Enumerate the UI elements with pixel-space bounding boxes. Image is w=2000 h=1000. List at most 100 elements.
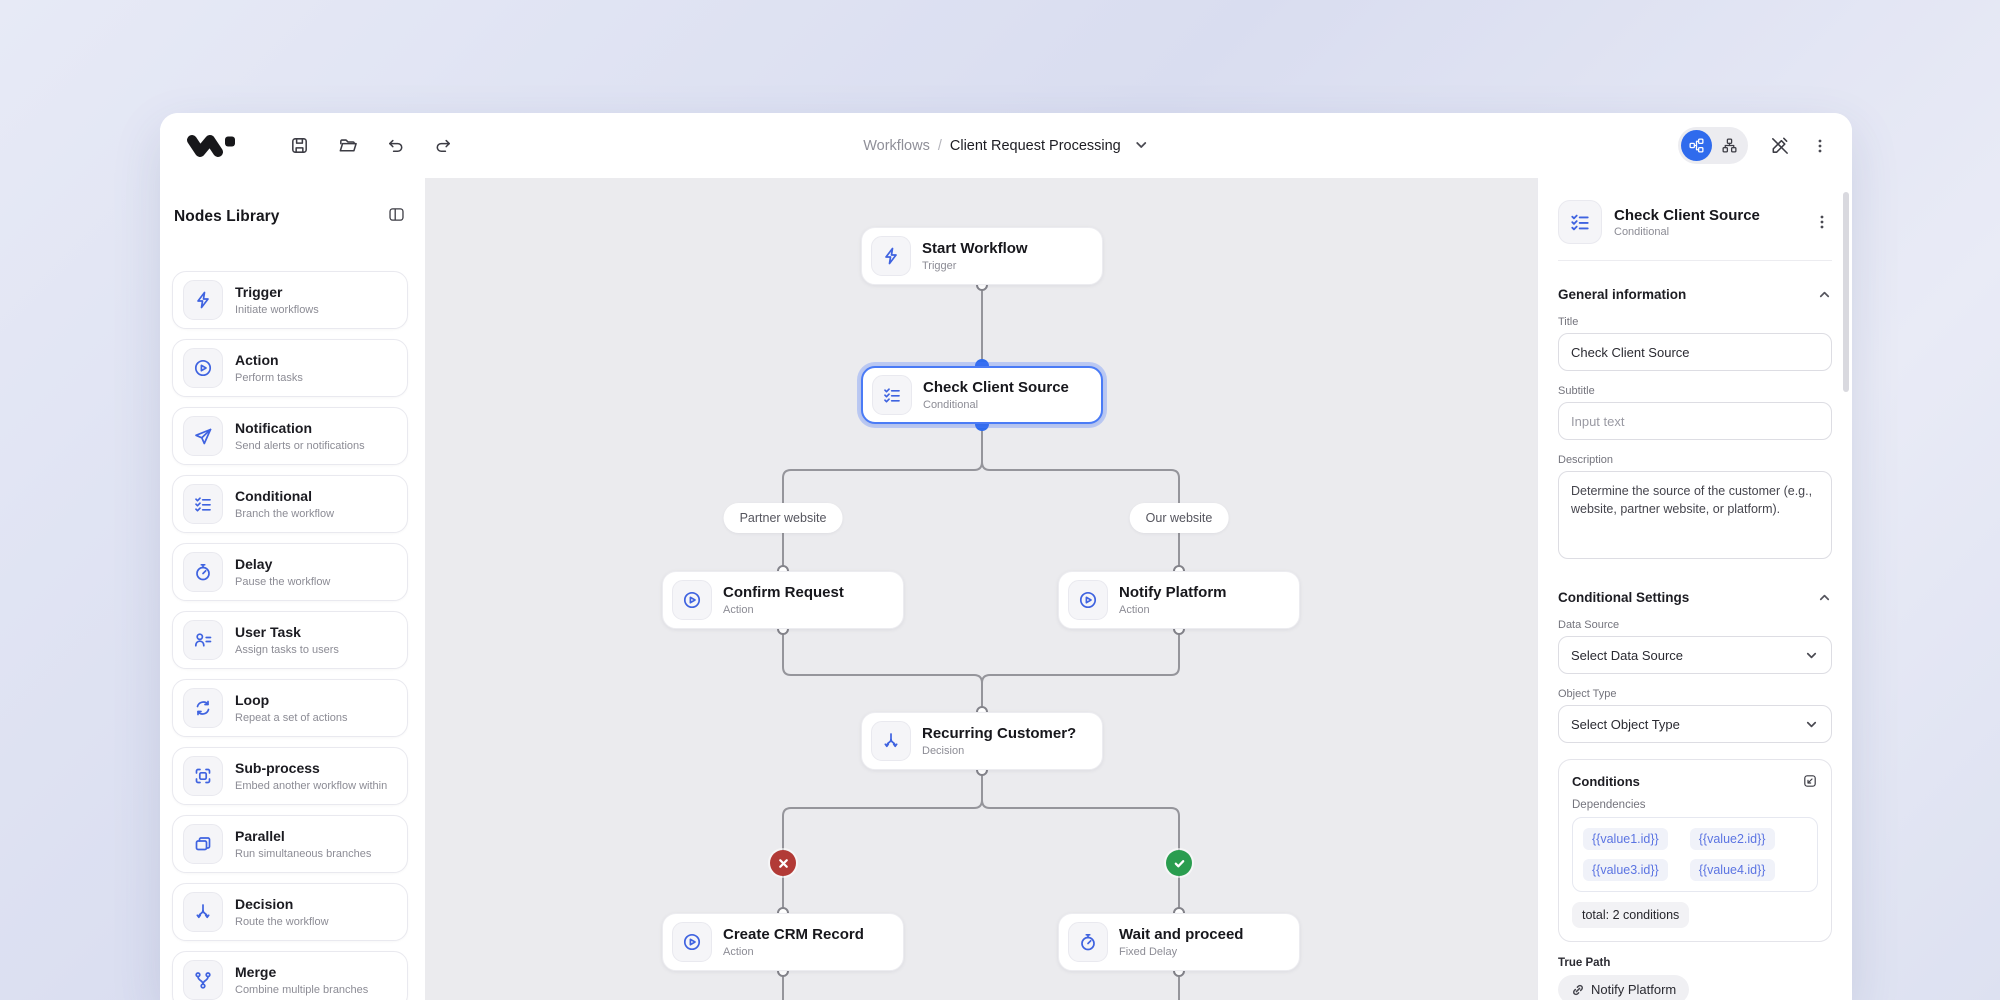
library-item-delay[interactable]: Delay Pause the workflow: [172, 543, 408, 601]
data-source-select[interactable]: Select Data Source: [1558, 636, 1832, 674]
object-type-label: Object Type: [1558, 688, 1617, 700]
library-item-merge[interactable]: Merge Combine multiple branches: [172, 951, 408, 1000]
play-circle-icon: [183, 348, 223, 388]
true-path-label: True Path: [1558, 957, 1611, 969]
conditional-settings-section-header[interactable]: Conditional Settings: [1558, 590, 1832, 605]
library-item-user-task[interactable]: User Task Assign tasks to users: [172, 611, 408, 669]
general-information-section-header[interactable]: General information: [1558, 287, 1832, 302]
paper-plane-icon: [183, 416, 223, 456]
section-heading: General information: [1558, 287, 1687, 302]
library-item-decision[interactable]: Decision Route the workflow: [172, 883, 408, 941]
open-folder-icon: [339, 139, 357, 152]
inspector-menu-button[interactable]: [1812, 211, 1832, 233]
workflow-view-icon: [1689, 138, 1704, 153]
library-item-desc: Route the workflow: [235, 915, 329, 928]
dependencies-box: {{value1.id}} {{value2.id}} {{value3.id}…: [1572, 817, 1818, 892]
more-menu-button[interactable]: [1810, 135, 1830, 157]
file-toolbar: [286, 133, 456, 159]
description-textarea[interactable]: Determine the source of the customer (e.…: [1558, 471, 1832, 559]
data-source-value: Select Data Source: [1571, 647, 1684, 663]
breadcrumb: Workflows / Client Request Processing: [863, 113, 1149, 178]
title-input[interactable]: [1558, 333, 1832, 371]
dependency-chip[interactable]: {{value1.id}}: [1583, 828, 1668, 850]
node-create-crm-record[interactable]: Create CRM Record Action: [662, 913, 904, 971]
dependencies-label: Dependencies: [1572, 799, 1646, 811]
library-item-conditional[interactable]: Conditional Branch the workflow: [172, 475, 408, 533]
node-start-workflow[interactable]: Start Workflow Trigger: [861, 227, 1103, 285]
subtitle-field-label: Subtitle: [1558, 385, 1595, 397]
library-item-action[interactable]: Action Perform tasks: [172, 339, 408, 397]
dependency-chip[interactable]: {{value4.id}}: [1689, 859, 1775, 881]
expand-icon[interactable]: [1802, 773, 1818, 789]
undo-button[interactable]: [382, 133, 408, 159]
workflow-edges: [777, 279, 1185, 1000]
conditions-card: Conditions Dependencies {{value1.id}} {{…: [1558, 759, 1832, 942]
library-item-loop[interactable]: Loop Repeat a set of actions: [172, 679, 408, 737]
node-check-client-source[interactable]: Check Client Source Conditional: [861, 366, 1103, 424]
chevron-up-icon: [1819, 594, 1830, 601]
breadcrumb-section[interactable]: Workflows: [863, 137, 930, 154]
dependency-chip[interactable]: {{value3.id}}: [1583, 859, 1668, 881]
edge-label-partner-website[interactable]: Partner website: [723, 503, 843, 533]
inspector-header: Check Client Source Conditional: [1558, 200, 1832, 244]
pen-slash-icon: [1771, 137, 1788, 154]
node-recurring-customer[interactable]: Recurring Customer? Decision: [861, 712, 1103, 770]
breadcrumb-divider: /: [937, 137, 942, 154]
kebab-icon: [1818, 139, 1822, 152]
chevron-down-icon: [1806, 652, 1817, 658]
edit-disabled-button[interactable]: [1766, 133, 1792, 159]
node-confirm-request[interactable]: Confirm Request Action: [662, 571, 904, 629]
save-button[interactable]: [286, 133, 312, 159]
library-item-desc: Perform tasks: [235, 371, 303, 384]
chevron-down-icon: [1806, 721, 1817, 727]
library-item-notification[interactable]: Notification Send alerts or notification…: [172, 407, 408, 465]
library-item-desc: Run simultaneous branches: [235, 847, 372, 860]
node-title: Confirm Request: [723, 584, 844, 601]
user-task-icon: [183, 620, 223, 660]
library-item-desc: Pause the workflow: [235, 575, 331, 588]
breadcrumb-title[interactable]: Client Request Processing: [949, 137, 1121, 154]
workflow-view-button[interactable]: [1681, 130, 1712, 161]
node-title: Recurring Customer?: [922, 725, 1077, 742]
true-branch-badge: [1166, 850, 1192, 876]
collapse-sidebar-button[interactable]: [387, 205, 406, 229]
data-source-label: Data Source: [1558, 619, 1620, 631]
library-item-sub-process[interactable]: Sub-process Embed another workflow withi…: [172, 747, 408, 805]
library-item-parallel[interactable]: Parallel Run simultaneous branches: [172, 815, 408, 873]
node-wait-and-proceed[interactable]: Wait and proceed Fixed Delay: [1058, 913, 1300, 971]
nodes-library-panel: Nodes Library Trigger Initiate workflows: [160, 178, 425, 1000]
library-item-desc: Embed another workflow within: [235, 779, 388, 792]
true-path-pill[interactable]: Notify Platform: [1558, 975, 1690, 1000]
object-type-select[interactable]: Select Object Type: [1558, 705, 1832, 743]
library-item-label: Decision: [235, 896, 294, 913]
node-subtitle: Conditional: [923, 399, 979, 411]
node-notify-platform[interactable]: Notify Platform Action: [1058, 571, 1300, 629]
kebab-icon: [1820, 215, 1824, 229]
node-title: Check Client Source: [923, 379, 1069, 396]
workflow-canvas[interactable]: Partner website Our website Start Workfl…: [425, 178, 1537, 1000]
subtitle-input[interactable]: [1558, 402, 1832, 440]
object-type-value: Select Object Type: [1571, 716, 1680, 732]
sub-process-icon: [183, 756, 223, 796]
checklist-icon: [872, 375, 912, 415]
breadcrumb-dropdown[interactable]: [1129, 134, 1149, 157]
edge-label-our-website[interactable]: Our website: [1129, 503, 1229, 533]
open-button[interactable]: [334, 133, 360, 159]
library-item-label: Notification: [235, 420, 312, 437]
library-item-trigger[interactable]: Trigger Initiate workflows: [172, 271, 408, 329]
redo-button[interactable]: [430, 133, 456, 159]
library-item-desc: Branch the workflow: [235, 507, 335, 520]
dependency-chip[interactable]: {{value2.id}}: [1689, 828, 1775, 850]
node-subtitle: Action: [723, 946, 754, 958]
conditions-total-badge: total: 2 conditions: [1572, 902, 1690, 928]
nodes-library-title: Nodes Library: [174, 208, 280, 225]
inspector-scrollbar[interactable]: [1843, 192, 1849, 392]
stopwatch-icon: [183, 552, 223, 592]
node-subtitle: Action: [1119, 604, 1150, 616]
library-item-label: Parallel: [235, 828, 285, 845]
loop-icon: [183, 688, 223, 728]
org-view-button[interactable]: [1714, 130, 1745, 161]
library-item-label: Loop: [235, 692, 270, 709]
nodes-library-list: Trigger Initiate workflows Action Perfor…: [172, 271, 408, 1000]
